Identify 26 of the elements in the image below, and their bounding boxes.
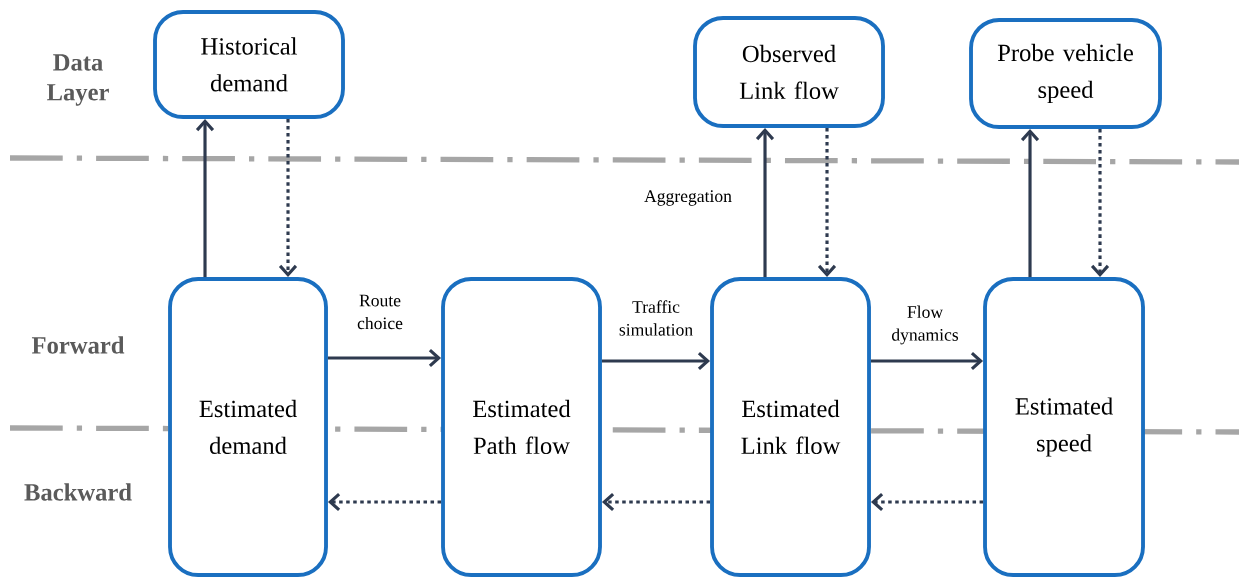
process-box: Historical demand — [153, 10, 345, 119]
edge-label: Traffic simulation — [619, 300, 693, 336]
arrow — [327, 492, 442, 512]
arrow — [278, 118, 298, 278]
edge-label: Flow dynamics — [891, 305, 959, 345]
layer-label: Data Layer — [47, 54, 109, 106]
arrow — [327, 348, 442, 368]
arrow — [601, 492, 711, 512]
arrow — [870, 351, 984, 371]
arrow — [195, 118, 215, 278]
edge-label: Aggregation — [644, 190, 732, 206]
edge-label: Route choice — [357, 294, 403, 330]
layer-label: Backward — [24, 483, 132, 501]
process-box: Observed Link flow — [693, 16, 885, 128]
arrow — [601, 351, 711, 371]
arrow — [1020, 128, 1040, 278]
arrow — [1090, 128, 1110, 278]
process-box: Estimated speed — [983, 277, 1145, 577]
arrow — [870, 492, 984, 512]
arrow — [755, 127, 775, 278]
process-box: Estimated demand — [168, 277, 328, 577]
layer-label: Forward — [31, 336, 125, 354]
process-box: Estimated Link flow — [710, 277, 871, 577]
arrow — [817, 127, 837, 278]
process-box: Probe vehicle speed — [969, 18, 1162, 129]
process-box: Estimated Path flow — [441, 277, 602, 577]
